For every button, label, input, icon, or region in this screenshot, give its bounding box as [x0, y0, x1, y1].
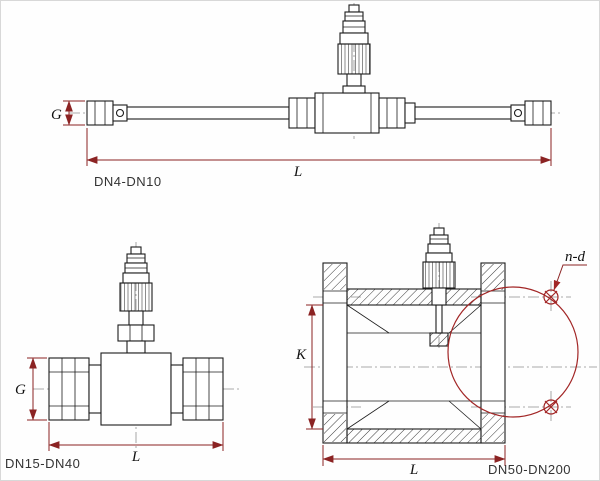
- drawing-dn50-dn200: n-d K L DN50-DN200: [295, 223, 597, 478]
- dimension-label-l: L: [409, 462, 418, 478]
- dimension-label-nd: n-d: [565, 249, 585, 265]
- caption-dn15-dn40: DN15-DN40: [5, 456, 80, 471]
- dimension-label-l: L: [293, 164, 302, 180]
- caption-dn4-dn10: DN4-DN10: [94, 174, 162, 189]
- sensor-transmitter: [117, 246, 155, 354]
- dimension-label-k: K: [295, 347, 307, 363]
- dimension-l: L: [322, 445, 506, 478]
- bolt-circle: [447, 286, 579, 418]
- drawing-dn15-dn40: G L DN15-DN40: [5, 242, 239, 471]
- meter-body: [48, 352, 224, 426]
- meter-body: [86, 92, 552, 134]
- dimension-k: K: [295, 304, 323, 430]
- meter-body-section: [322, 262, 506, 444]
- dimension-label-g: G: [51, 107, 62, 123]
- dimension-g: G: [51, 100, 85, 126]
- caption-dn50-dn200: DN50-DN200: [488, 462, 571, 477]
- drawing-dn4-dn10: G L DN4-DN10: [51, 3, 563, 189]
- dimension-label-l: L: [131, 449, 140, 465]
- sensor-transmitter: [337, 4, 371, 94]
- sensor-transmitter: [422, 227, 456, 306]
- dimension-l: L: [48, 422, 224, 465]
- dimension-l: L: [86, 128, 552, 180]
- dimension-g: G: [15, 357, 47, 421]
- dimension-nd: n-d: [553, 249, 587, 291]
- dimension-label-g: G: [15, 382, 26, 398]
